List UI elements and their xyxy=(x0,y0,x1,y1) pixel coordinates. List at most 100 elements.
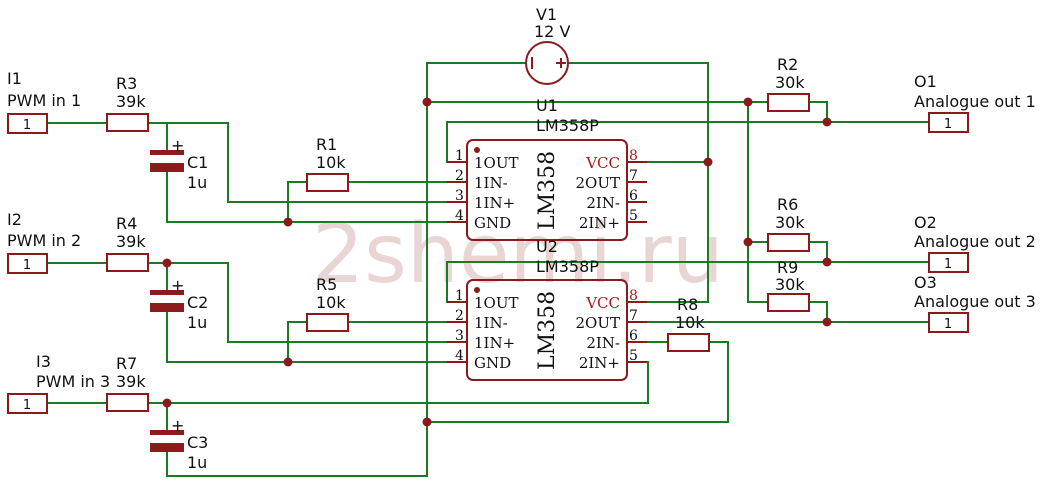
pin-number: 1 xyxy=(455,288,464,304)
input-port-i1[interactable]: 1 I1 PWM in 1 xyxy=(7,69,81,134)
output-ref: O1 xyxy=(914,72,937,91)
resistor-value: 30k xyxy=(775,275,805,294)
v1-value: 12 V xyxy=(534,22,570,41)
junction-dot xyxy=(422,417,432,427)
resistor-r5[interactable]: R5 10k xyxy=(306,275,349,332)
v1-label: V1 xyxy=(536,5,557,24)
pin-number: 4 xyxy=(455,348,464,364)
junction-dot xyxy=(283,217,293,227)
pin-name: 1IN+ xyxy=(474,334,515,352)
capacitor-c2[interactable]: + C2 1u xyxy=(150,276,208,332)
pin-name: 1IN- xyxy=(474,314,508,332)
pin-name: 2IN- xyxy=(586,194,620,212)
capacitor-polarity: + xyxy=(171,416,184,435)
input-desc: PWM in 2 xyxy=(7,231,81,250)
chip-u1[interactable]: U1 LM358P LM358 1 2 3 4 1OUT 1IN- 1IN+ G… xyxy=(447,96,647,241)
junction-dot xyxy=(422,97,432,107)
junction-dot xyxy=(822,257,832,267)
pin-number: 3 xyxy=(455,328,464,344)
pin-number: 8 xyxy=(629,288,638,304)
output-desc: Analogue out 1 xyxy=(914,92,1036,111)
resistor-r7[interactable]: R7 39k xyxy=(106,354,149,412)
pin-name: 1IN+ xyxy=(474,194,515,212)
pin-name: 1OUT xyxy=(474,154,519,172)
junction-dot xyxy=(703,157,713,167)
input-desc: PWM in 1 xyxy=(7,91,81,110)
resistor-r2[interactable]: R2 30k xyxy=(767,55,810,112)
resistor-value: 39k xyxy=(116,372,146,391)
resistor-r6[interactable]: R6 30k xyxy=(767,195,810,252)
chip-part: LM358P xyxy=(536,116,599,135)
resistor-label: R3 xyxy=(116,74,137,93)
input-port-pin: 1 xyxy=(23,118,31,133)
input-ref: I3 xyxy=(36,352,51,371)
resistor-r8[interactable]: R8 10k xyxy=(667,295,710,352)
pin-name: VCC xyxy=(585,294,620,312)
resistor-value: 30k xyxy=(775,73,805,92)
junction-dot xyxy=(743,97,753,107)
pin-name: GND xyxy=(474,354,511,372)
resistor-value: 30k xyxy=(775,213,805,232)
resistor-r9[interactable]: R9 30k xyxy=(767,258,810,312)
pin-name: 2OUT xyxy=(576,174,621,192)
output-port-o2[interactable]: 1 O2 Analogue out 2 xyxy=(914,213,1036,273)
capacitor-value: 1u xyxy=(187,313,207,332)
capacitor-c3[interactable]: + C3 1u xyxy=(150,416,208,472)
junctions xyxy=(162,97,832,427)
resistor-label: R6 xyxy=(777,195,798,214)
output-desc: Analogue out 2 xyxy=(914,232,1036,251)
pin-number: 2 xyxy=(455,168,464,184)
pin-number: 2 xyxy=(455,308,464,324)
resistor-r3[interactable]: R3 39k xyxy=(106,74,149,132)
pin-number: 7 xyxy=(629,168,638,184)
capacitor-polarity: + xyxy=(171,136,184,155)
voltage-source-v1[interactable]: V1 12 V xyxy=(525,5,570,85)
resistor-label: R7 xyxy=(116,354,137,373)
pin-name: GND xyxy=(474,214,511,232)
input-port-i2[interactable]: 1 I2 PWM in 2 xyxy=(7,210,81,274)
chip-u2[interactable]: U2 LM358P LM358 1 2 3 4 1OUT 1IN- 1IN+ G… xyxy=(447,237,647,381)
chip-body-label: LM358 xyxy=(535,151,560,230)
pin-name: VCC xyxy=(585,154,620,172)
junction-dot xyxy=(743,237,753,247)
input-port-i3[interactable]: 1 I3 PWM in 3 xyxy=(7,352,110,414)
capacitor-value: 1u xyxy=(187,453,207,472)
pin-number: 5 xyxy=(629,208,638,224)
junction-dot xyxy=(162,398,172,408)
pin-name: 1OUT xyxy=(474,294,519,312)
junction-dot xyxy=(822,117,832,127)
chip-body-label: LM358 xyxy=(535,291,560,370)
capacitor-label: C3 xyxy=(187,433,208,452)
input-ref: I1 xyxy=(7,69,22,88)
output-port-o1[interactable]: 1 O1 Analogue out 1 xyxy=(914,72,1036,133)
chip-ref: U1 xyxy=(536,96,558,115)
output-ref: O3 xyxy=(914,273,937,292)
resistor-label: R8 xyxy=(677,295,698,314)
pin-name: 2OUT xyxy=(576,314,621,332)
pin-number: 4 xyxy=(455,208,464,224)
pin-number: 6 xyxy=(629,188,638,204)
pin-number: 5 xyxy=(629,348,638,364)
output-desc: Analogue out 3 xyxy=(914,292,1036,311)
pin-number: 3 xyxy=(455,188,464,204)
resistor-r4[interactable]: R4 39k xyxy=(106,214,149,272)
input-desc: PWM in 3 xyxy=(36,372,110,391)
junction-dot xyxy=(162,258,172,268)
input-port-pin: 1 xyxy=(23,398,31,413)
pin-number: 1 xyxy=(455,148,464,164)
capacitor-c1[interactable]: + C1 1u xyxy=(150,136,208,192)
capacitor-value: 1u xyxy=(187,173,207,192)
pin-name: 2IN+ xyxy=(579,214,620,232)
pin-name: 2IN- xyxy=(586,334,620,352)
resistor-label: R5 xyxy=(316,275,337,294)
output-port-o3[interactable]: 1 O3 Analogue out 3 xyxy=(914,273,1036,333)
resistor-value: 10k xyxy=(316,293,346,312)
resistor-r1[interactable]: R1 10k xyxy=(306,135,349,192)
output-port-pin: 1 xyxy=(944,317,952,332)
output-port-pin: 1 xyxy=(944,117,952,132)
resistor-label: R9 xyxy=(777,258,798,277)
capacitor-label: C1 xyxy=(187,153,208,172)
pin-name: 2IN+ xyxy=(579,354,620,372)
resistor-value: 10k xyxy=(675,313,705,332)
pin-name: 1IN- xyxy=(474,174,508,192)
